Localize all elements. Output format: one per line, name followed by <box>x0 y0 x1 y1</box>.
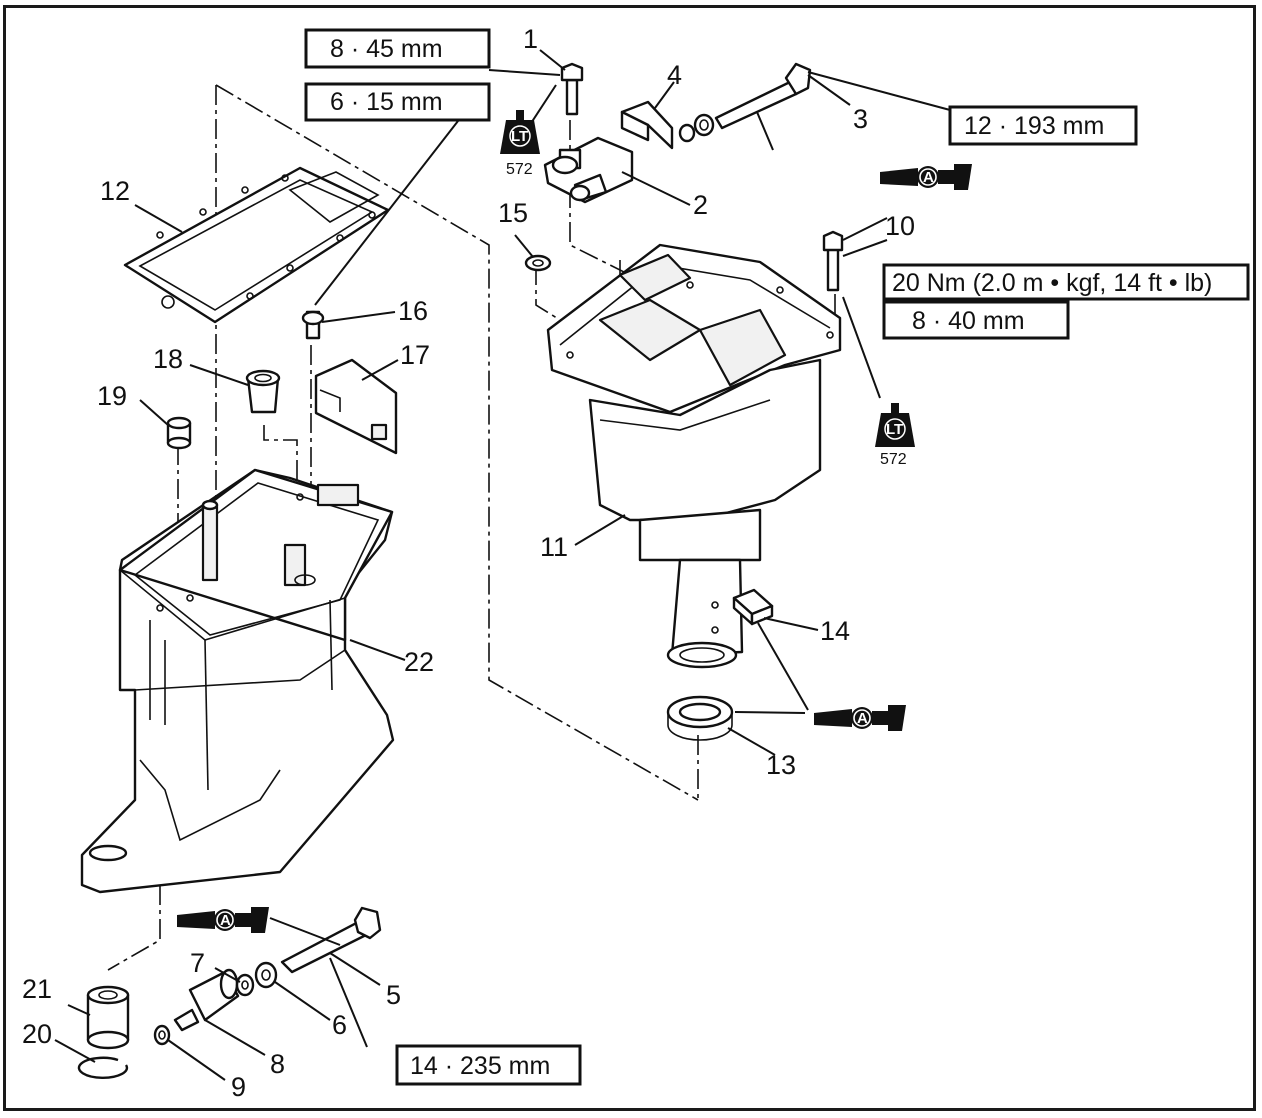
part-label-13: 13 <box>766 750 796 780</box>
diagram-frame <box>3 5 1256 1111</box>
spec-bolt-1: 8 · 45 mm <box>330 35 443 63</box>
part-label-9: 9 <box>231 1072 246 1102</box>
part-labels: 1 2 3 4 5 6 7 8 9 10 11 12 13 14 15 16 1… <box>22 24 915 1102</box>
part-label-2: 2 <box>693 190 708 220</box>
cover-plate <box>314 358 398 455</box>
loctite-number-upper: 572 <box>506 161 533 178</box>
spec-box-bolt-5 <box>395 1044 582 1086</box>
loctite-label-right: LT <box>886 421 903 438</box>
grease-label-bottom: A <box>220 912 231 929</box>
part-label-8: 8 <box>270 1049 285 1079</box>
mount-bolt-5 <box>280 906 382 974</box>
plate-4 <box>620 100 674 150</box>
small-grommet <box>166 416 192 450</box>
gasket <box>123 166 390 324</box>
spec-box-bolt-1 <box>304 28 491 69</box>
bracket-2 <box>543 136 634 204</box>
bolt-1 <box>560 62 584 116</box>
seal-13 <box>666 695 734 741</box>
spec-box-bolt-16 <box>304 82 491 122</box>
loctite-label-upper: LT <box>511 128 528 145</box>
part-label-6: 6 <box>332 1010 347 1040</box>
part-label-10: 10 <box>885 211 915 241</box>
circlip-20 <box>77 1056 129 1079</box>
bolt-3 <box>714 62 812 130</box>
spec-bolt-16: 6 · 15 mm <box>330 88 443 116</box>
spec-box-bolt-3 <box>948 105 1138 146</box>
washers-3 <box>678 113 715 143</box>
spec-box-torque-10 <box>882 263 1250 301</box>
grease-label-top: A <box>923 169 934 186</box>
spec-bolt-5: 14 · 235 mm <box>410 1052 550 1080</box>
part-label-22: 22 <box>404 647 434 677</box>
part-label-14: 14 <box>820 616 850 646</box>
spec-bolt-3: 12 · 193 mm <box>964 112 1104 140</box>
upper-casing <box>80 468 395 894</box>
part-label-15: 15 <box>498 198 528 228</box>
bolt-16 <box>301 310 325 340</box>
part-label-17: 17 <box>400 340 430 370</box>
loctite-number-right: 572 <box>880 451 907 468</box>
part-label-5: 5 <box>386 980 401 1010</box>
part-label-18: 18 <box>153 344 183 374</box>
grommet-15 <box>524 254 552 272</box>
spec-bolt-10: 8 · 40 mm <box>912 307 1025 335</box>
part-label-4: 4 <box>667 60 682 90</box>
washers <box>153 961 278 1046</box>
bushing-21 <box>86 985 130 1050</box>
mount-8 <box>173 968 240 1032</box>
grease-label-middle: A <box>857 710 868 727</box>
part-label-20: 20 <box>22 1019 52 1049</box>
bolt-10 <box>822 230 844 292</box>
damper-14 <box>732 588 774 626</box>
exhaust-guide <box>546 243 842 669</box>
part-label-11: 11 <box>540 532 568 562</box>
leader-lines <box>54 49 951 1081</box>
part-label-16: 16 <box>398 296 428 326</box>
spec-box-bolt-10 <box>882 300 1070 340</box>
part-label-3: 3 <box>853 104 868 134</box>
part-label-21: 21 <box>22 974 52 1004</box>
part-label-12: 12 <box>100 176 130 206</box>
grommet <box>245 369 281 414</box>
part-label-19: 19 <box>97 381 127 411</box>
part-label-7: 7 <box>190 948 205 978</box>
part-label-1: 1 <box>523 24 538 54</box>
spec-torque-10: 20 Nm (2.0 m • kgf, 14 ft • lb) <box>892 269 1212 297</box>
